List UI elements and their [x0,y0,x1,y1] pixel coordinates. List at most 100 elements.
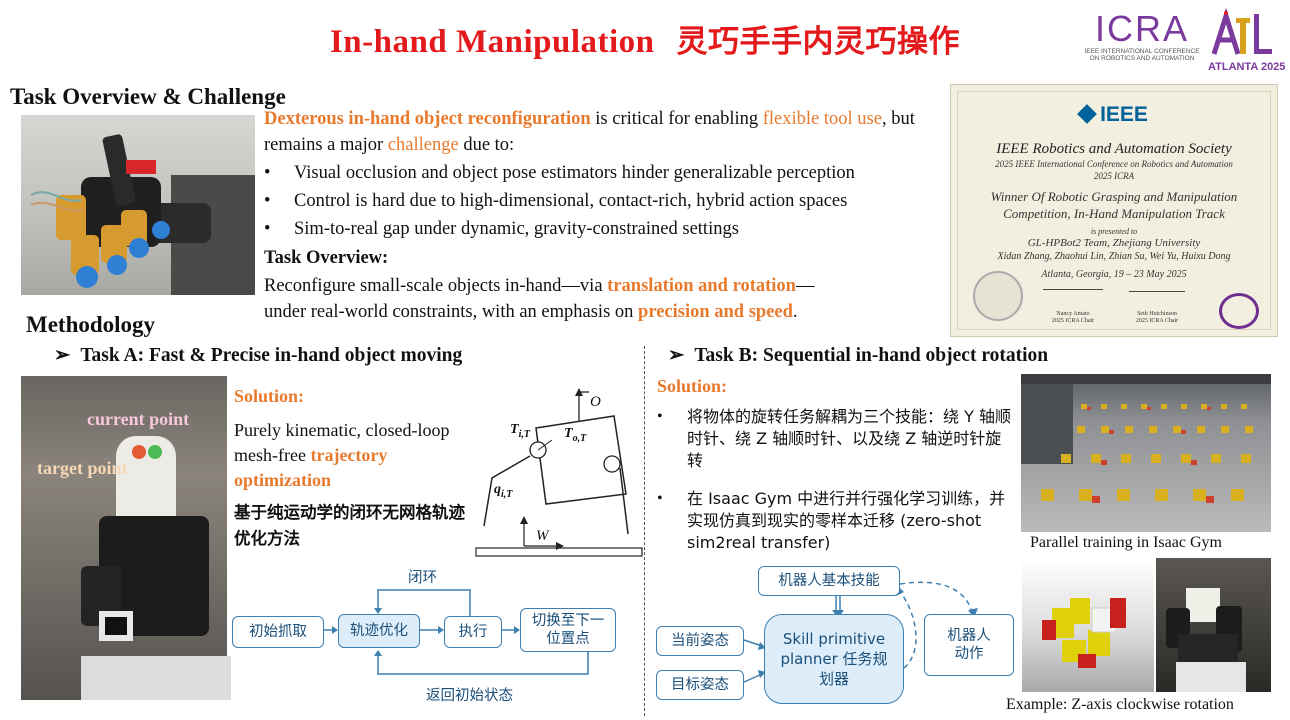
overview-text-1: is critical for enabling [590,109,763,129]
cert-icra: 2025 ICRA [1093,171,1135,181]
bullet-dot: • [657,490,663,507]
cert-sig1-name: Nancy Amato [1056,311,1090,317]
frame-o-label: O [590,394,601,410]
flow-robot-skills: 机器人基本技能 [758,566,900,596]
cert-members: Xidan Zhang, Zhaohui Lin, Zhian Su, Wei … [997,251,1231,262]
task-a-solution-label: Solution: [234,386,305,406]
highlight-precision: precision and speed [638,302,793,322]
page-title: In-hand Manipulation 灵巧手手内灵巧操作 [0,16,1290,61]
flow-trajectory-opt: 轨迹优化 [338,614,420,648]
bullet-text: Sim-to-real gap under dynamic, gravity-c… [294,219,739,239]
q-it-symbol: q [494,482,501,497]
bullet-dot: • [264,163,271,183]
bullet-dot: • [264,219,271,239]
cert-award-line2: Competition, In-Hand Manipulation Track [1003,206,1225,221]
frame-w-label: W [536,528,549,544]
flow-loop-label: 闭环 [408,570,437,586]
overview-text-3: due to: [458,135,515,155]
bullet-text: Visual occlusion and object pose estimat… [294,163,855,183]
bullet-text: Control is hard due to high-dimensional,… [294,191,848,211]
flow-init-grasp: 初始抓取 [232,616,324,648]
task-overview-label: Task Overview: [264,248,389,268]
task-b-title: Task B: Sequential in-hand object rotati… [694,345,1049,366]
icra-logo: ICRA IEEE INTERNATIONAL CONFERENCE ON RO… [1084,10,1200,70]
overview-heading: Task Overview & Challenge [10,84,286,109]
signature-1 [1043,289,1103,290]
arrow-bullet-icon: ➢ [54,345,71,366]
cert-conference: 2025 IEEE International Conference on Ro… [995,159,1233,169]
cert-sig2-title: 2025 ICRA Chair [1135,318,1179,324]
overview-text-2: , but remains a major [264,109,915,155]
solution-text: Purely kinematic, closed-loop mesh-free [234,420,450,465]
cert-award-line1: Winner Of Robotic Grasping and Manipulat… [990,189,1238,204]
icra-logo-subtitle-1: IEEE INTERNATIONAL CONFERENCE [1084,48,1200,55]
rotation-real-image [1156,558,1271,692]
robot-hand-photo [21,115,255,295]
task-a-flow-connectors [322,589,589,675]
isaac-gym-render [1021,374,1271,532]
isaac-gym-caption: Parallel training in Isaac Gym [1030,534,1222,551]
task-a-solution-text: Purely kinematic, closed-loop mesh-free … [234,418,470,493]
cert-sig2-name: Seth Hutchinson [1137,311,1177,317]
flow-current-pose: 当前姿态 [656,626,744,656]
atlanta-logo: ATLANTA 2025 [1208,7,1286,73]
ieee-diamond-icon [1077,104,1097,124]
cert-team: GL-HPBot2 Team, Zhejiang University [1027,237,1201,249]
ieee-logo-text: IEEE [1100,103,1148,126]
t-ot-label: To,T [564,426,586,444]
task-text-4: . [792,302,798,322]
award-certificate: IEEE IEEE Robotics and Automation Societ… [950,84,1278,337]
current-point-label: current point [87,409,190,429]
kinematics-diagram-svg [475,388,643,557]
task-a-title: Task A: Fast & Precise in-hand object mo… [80,345,463,366]
bullet-dot: • [264,191,271,211]
methodology-heading: Methodology [26,312,156,337]
task-b-bullet-text-1: 将物体的旋转任务解耦为三个技能：绕 Y 轴顺时针、绕 Z 轴顺时针、以及绕 Z … [687,407,1011,470]
overview-bullet: • Visual occlusion and object pose estima… [264,160,855,186]
flow-execute: 执行 [444,616,502,648]
column-divider [644,346,645,716]
highlight-dexterous: Dexterous in-hand object reconfiguration [264,109,591,129]
flow-robot-action: 机器人动作 [924,614,1014,676]
cert-ra-logo-icon [1219,293,1259,329]
highlight-challenge: challenge [387,135,459,155]
kinematics-diagram: O Ti,T To,T qi,T W [474,386,644,566]
cert-society: IEEE Robotics and Automation Society [996,141,1232,157]
task-b-solution-label: Solution: [657,376,728,396]
flow-switch-next: 切换至下一位置点 [520,608,616,652]
ieee-logo: IEEE [951,103,1277,127]
flow-target-pose: 目标姿态 [656,670,744,700]
t-ot-symbol: T [564,426,573,441]
arrow-bullet-icon: ➢ [668,345,685,366]
rotation-example-caption: Example: Z-axis clockwise rotation [1006,696,1234,713]
highlight-trajectory: trajectory optimization [234,445,388,490]
highlight-translation: translation and rotation [607,276,796,296]
title-chinese: 灵巧手手内灵巧操作 [676,24,961,60]
flow-return-label: 返回初始状态 [426,688,513,704]
task-overview-paragraph: Reconfigure small-scale objects in-hand—… [264,273,944,325]
bullet-dot: • [657,408,663,425]
highlight-flexible: flexible tool use [762,109,882,129]
cert-location: Atlanta, Georgia, 19 – 23 May 2025 [1041,269,1187,280]
task-text-2: — [795,276,815,296]
q-it-subscript: i,T [501,488,513,500]
task-a-solution-cn: 基于纯运动学的闭环无网格轨迹优化方法 [234,503,465,548]
overview-paragraph: Dexterous in-hand object reconfiguration… [264,106,944,158]
task-a-hand-photo: current point target point [21,376,231,700]
icra-logo-text: ICRA [1094,8,1189,49]
cert-presented: is presented to [1090,227,1138,236]
overview-bullet: • Control is hard due to high-dimensional… [264,188,847,214]
title-english: In-hand Manipulation [329,24,655,60]
t-it-subscript: i,T [518,428,530,440]
t-it-symbol: T [510,422,519,437]
signature-2 [1129,291,1185,292]
q-it-label: qi,T [494,482,512,500]
target-point-label: target point [37,458,128,478]
overview-bullet: • Sim-to-real gap under dynamic, gravity-… [264,216,739,242]
task-a-heading: ➢ Task A: Fast & Precise in-hand object m… [54,343,462,367]
t-it-label: Ti,T [510,422,530,440]
task-b-heading: ➢ Task B: Sequential in-hand object rotat… [668,343,1048,367]
task-b-bullet-1: • 将物体的旋转任务解耦为三个技能：绕 Y 轴顺时针、绕 Z 轴顺时针、以及绕 … [657,406,1017,472]
atlanta-logo-text: ATLANTA 2025 [1208,61,1286,73]
t-ot-subscript: o,T [572,432,587,444]
